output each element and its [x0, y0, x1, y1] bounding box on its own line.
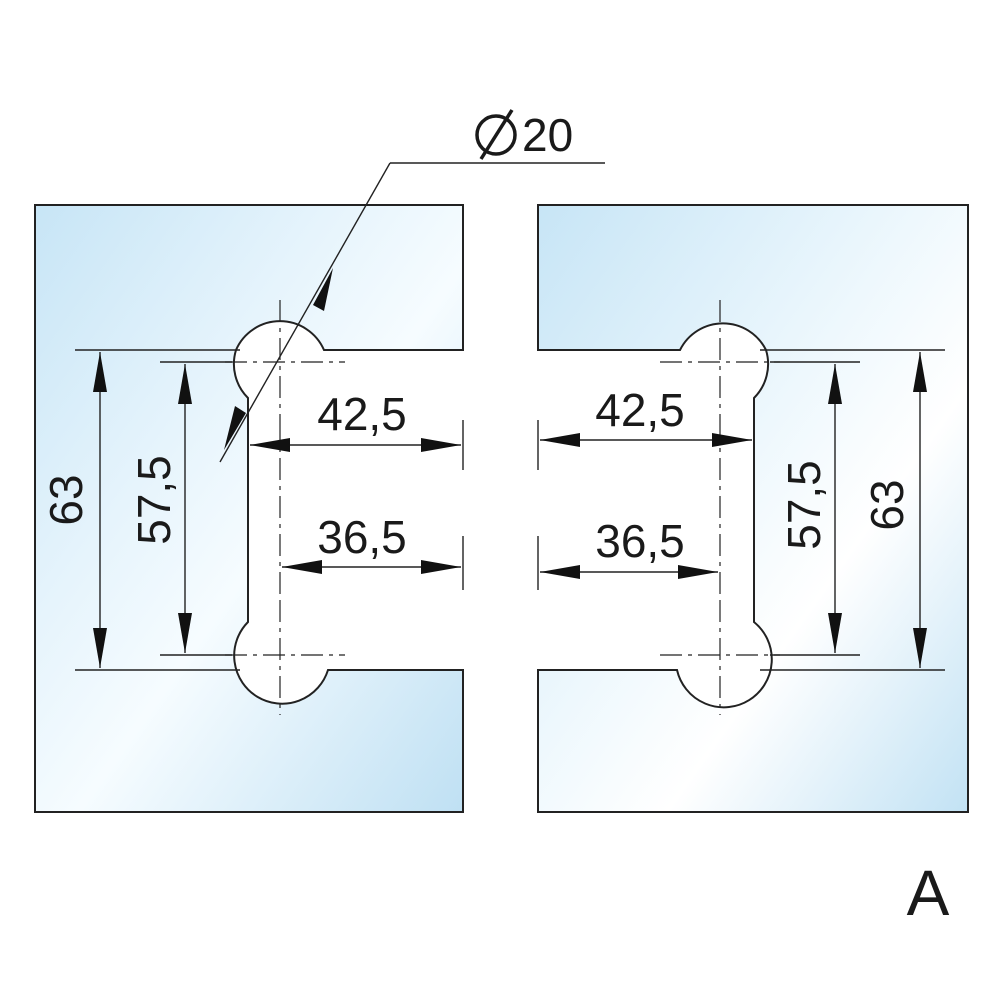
left-dim-63 [93, 352, 107, 668]
left-extension-lines [75, 349, 464, 671]
right-width-top-label: 42,5 [595, 384, 685, 436]
diameter-leader [219, 162, 605, 463]
right-dim-57-5 [828, 364, 842, 653]
left-edge-break [455, 470, 475, 536]
right-height-outer-label: 63 [861, 479, 913, 530]
right-edge-break [528, 470, 548, 536]
right-dim-42-5 [540, 433, 752, 447]
left-dim-36-5 [282, 560, 461, 574]
right-dim-63 [913, 352, 927, 668]
diameter-symbol-icon [475, 109, 517, 160]
left-height-outer-label: 63 [40, 474, 92, 525]
right-width-bottom-label: 36,5 [595, 515, 685, 567]
left-width-bottom-label: 36,5 [317, 511, 407, 563]
left-dim-42-5 [250, 438, 461, 452]
right-height-inner-label: 57,5 [778, 460, 830, 550]
left-glass-panel [34, 204, 464, 813]
right-extension-lines [537, 349, 945, 671]
view-letter: A [907, 857, 950, 929]
right-centerlines [660, 300, 780, 715]
right-glass-panel [537, 204, 969, 813]
diameter-label: 20 [522, 109, 573, 161]
left-height-inner-label: 57,5 [128, 455, 180, 545]
left-dim-57-5 [178, 364, 192, 653]
right-dim-36-5 [540, 565, 718, 579]
left-width-top-label: 42,5 [317, 388, 407, 440]
